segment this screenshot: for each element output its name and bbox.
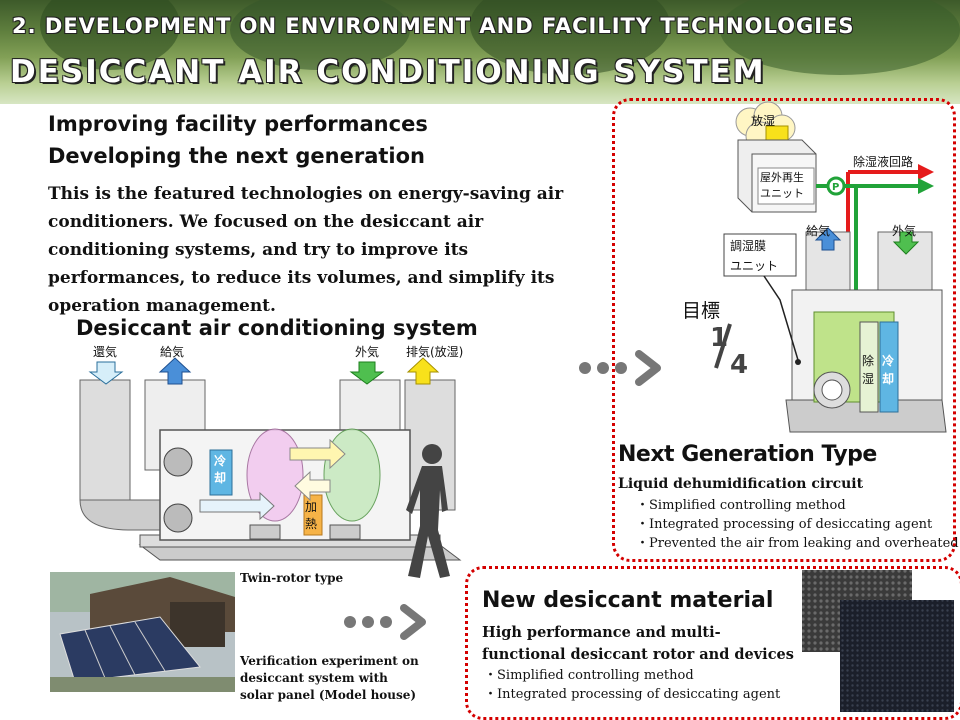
next-gen-diagram: P — [723, 101, 947, 433]
list-item: ・Simplified controlling method — [484, 668, 694, 683]
outside-air-label-next: 外気 — [892, 224, 917, 238]
system-diagram-title: Desiccant air conditioning system — [76, 316, 478, 340]
intro-heading-1: Improving facility performances — [48, 112, 428, 136]
exhaust-air-label: 排気(放湿) — [406, 345, 464, 359]
list-item: ・Integrated processing of desiccating ag… — [484, 687, 781, 702]
desiccant-material-photo — [802, 570, 954, 712]
arrow-to-next-gen-icon — [579, 350, 661, 386]
supply-air-arrow-next — [814, 227, 842, 251]
photo-caption: Verification experiment on desiccant sys… — [240, 654, 419, 702]
arrow-to-new-material-icon — [344, 604, 426, 640]
return-duct — [79, 379, 161, 531]
release-label: 放湿 — [751, 114, 776, 128]
list-item: ・Integrated processing of desiccating ag… — [636, 517, 933, 532]
outdoor-unit-label: 屋外再生 ユニット — [760, 171, 804, 200]
supply-air-label-next: 給気 — [806, 224, 831, 238]
return-air-arrow — [88, 361, 124, 385]
header-subtitle: 2. DEVELOPMENT ON ENVIRONMENT AND FACILI… — [12, 14, 855, 38]
outside-air-arrow-next — [892, 231, 920, 255]
target-fraction: 1 4 — [710, 323, 748, 378]
list-item: ・Prevented the air from leaking and over… — [636, 536, 959, 551]
exhaust-air-arrow — [406, 357, 440, 385]
supply-air-arrow — [158, 357, 192, 385]
new-material-panel — [465, 566, 960, 720]
heating-label: 加熱 — [305, 500, 318, 531]
target-label: 目標 — [682, 300, 721, 322]
next-gen-subtitle: Liquid dehumidification circuit — [618, 476, 864, 492]
dehumid-label: 除湿 — [862, 354, 875, 386]
solution-circuit-label: 除湿液回路 — [853, 155, 914, 169]
pump-label: P — [832, 182, 839, 193]
next-gen-bullets: ・Simplified controlling method ・Integrat… — [636, 496, 959, 553]
outside-air-label: 外気 — [355, 345, 380, 359]
outside-air-arrow — [349, 361, 385, 385]
header-title: DESICCANT AIR CONDITIONING SYSTEM — [10, 54, 766, 90]
return-air-label: 還気 — [93, 345, 118, 359]
intro-heading-2: Developing the next generation — [48, 144, 425, 168]
pump-icon — [826, 176, 846, 196]
twin-rotor-caption: Twin-rotor type — [240, 571, 344, 585]
new-material-title: New desiccant material — [482, 588, 774, 613]
next-gen-title: Next Generation Type — [618, 442, 877, 467]
cooling-label: 冷却 — [214, 454, 227, 485]
next-gen-panel — [612, 98, 956, 562]
supply-air-label: 給気 — [160, 345, 185, 359]
person-silhouette-icon — [406, 444, 450, 578]
intro-paragraph: This is the featured technologies on ene… — [48, 184, 564, 316]
cooling-label-next: 冷却 — [882, 354, 895, 386]
list-item: ・Simplified controlling method — [636, 498, 846, 513]
target-denominator: 4 — [730, 350, 748, 378]
model-house-photo — [50, 572, 235, 692]
new-material-subtitle: High performance and multi-functional de… — [482, 624, 794, 663]
new-material-bullets: ・Simplified controlling method ・Integrat… — [484, 666, 780, 704]
membrane-unit-label: 調湿膜 ユニット — [730, 239, 779, 273]
header-banner: 2. DEVELOPMENT ON ENVIRONMENT AND FACILI… — [0, 0, 960, 104]
